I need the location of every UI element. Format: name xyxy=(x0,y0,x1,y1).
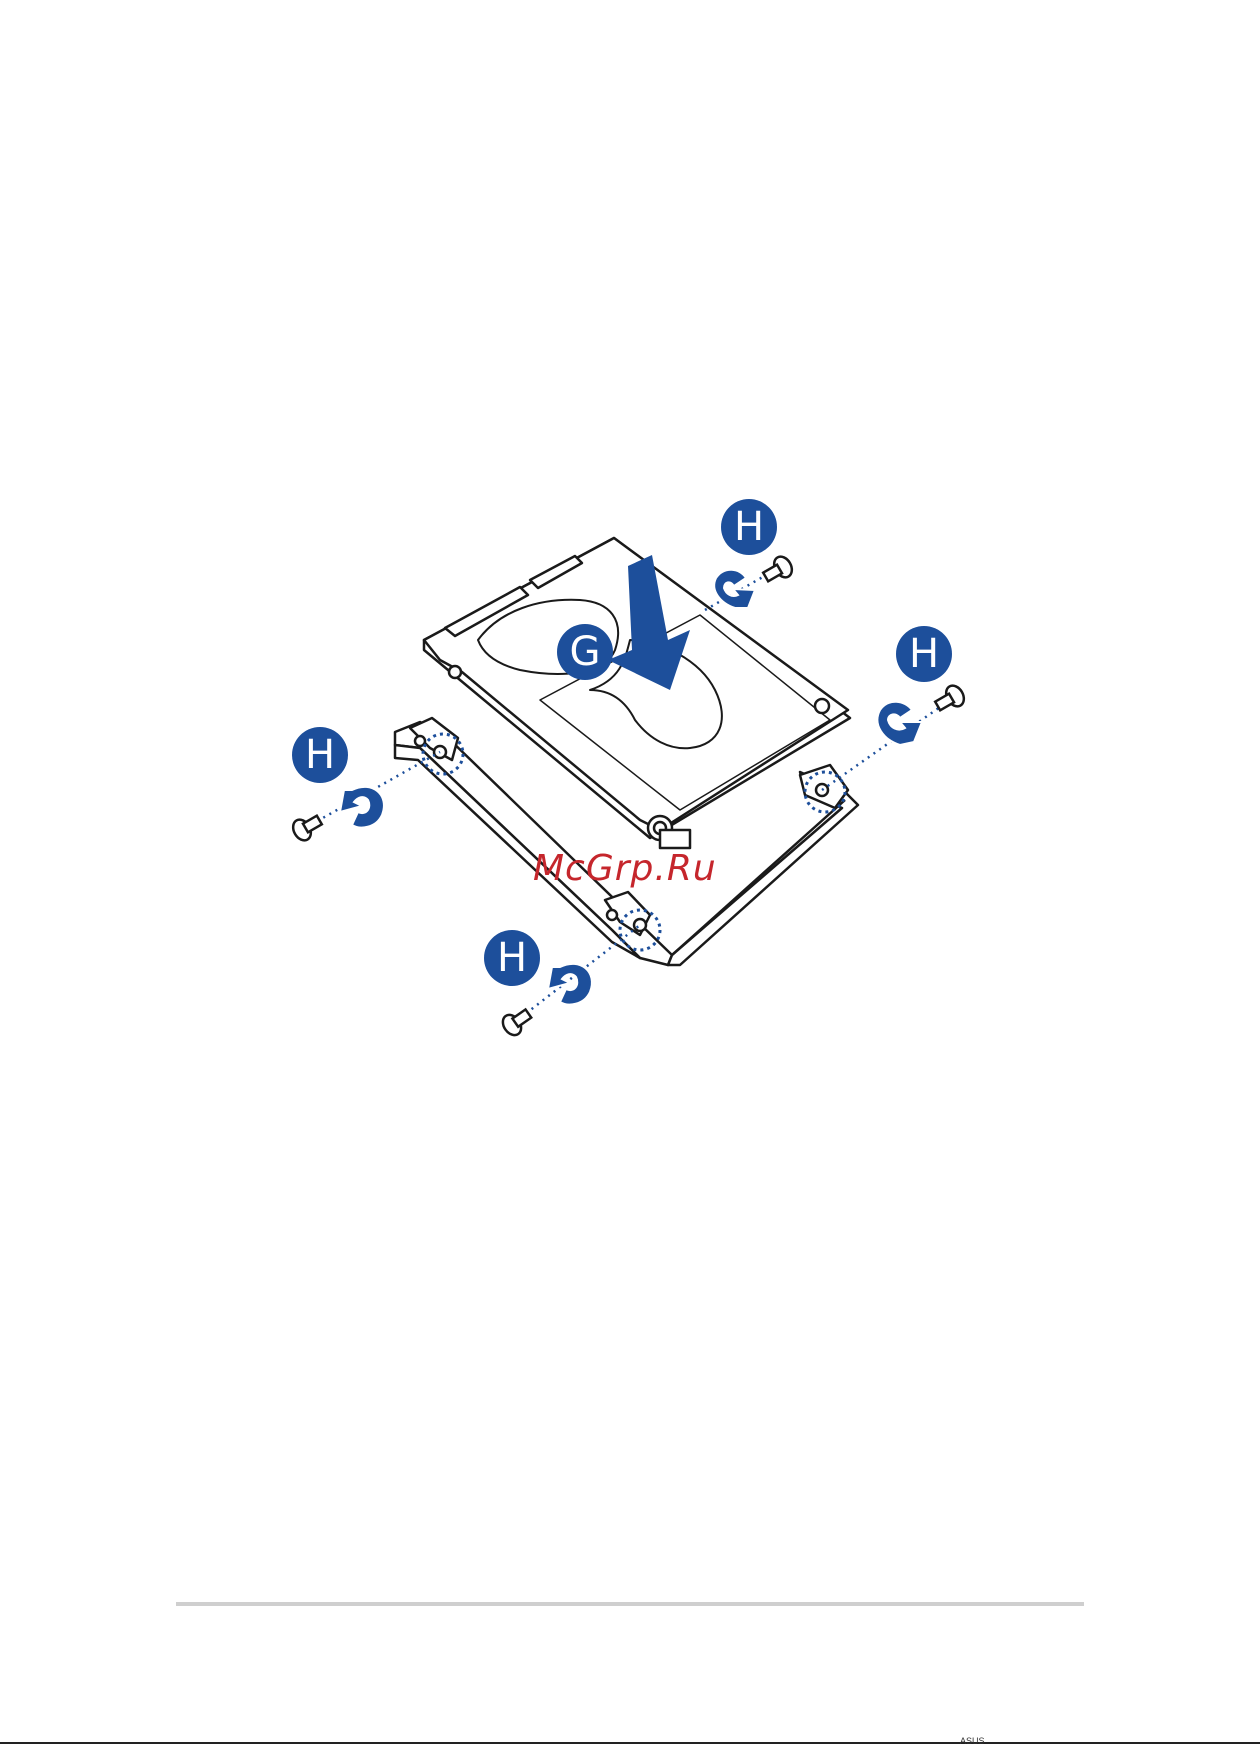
step-label-h-bottom: H xyxy=(484,930,540,986)
step-label-g-text: G xyxy=(570,629,601,675)
step-label-h-left: H xyxy=(292,727,348,783)
hdd-installation-figure: G H H H H xyxy=(0,0,1260,1100)
step-label-h-bottom-text: H xyxy=(497,935,527,981)
step-label-h-left-text: H xyxy=(305,732,335,778)
step-label-h-right-text: H xyxy=(909,631,939,677)
step-label-h-top: H xyxy=(721,499,777,555)
bottom-edge-line xyxy=(0,1742,1260,1744)
step-label-h-right: H xyxy=(896,626,952,682)
step-label-g: G xyxy=(557,624,613,680)
footer-rule xyxy=(176,1602,1084,1606)
step-label-h-top-text: H xyxy=(734,504,764,550)
footer-text: ASUS xyxy=(960,1736,985,1746)
watermark: McGrp.Ru xyxy=(533,848,717,889)
